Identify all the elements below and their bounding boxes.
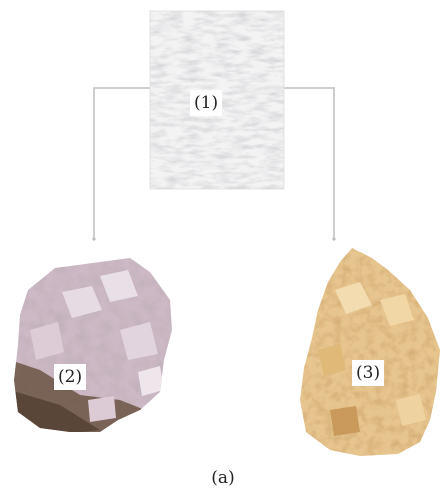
sample-1-label: (1) <box>190 90 222 116</box>
connector-right <box>284 88 336 241</box>
label-2-holder: (2) <box>54 364 106 394</box>
label-1-holder: (1) <box>190 90 242 120</box>
connector-left <box>92 88 150 241</box>
sample-2-image <box>10 255 180 440</box>
figure-caption: (a) <box>0 468 446 488</box>
sample-3-label: (3) <box>352 360 384 386</box>
sample-2-label: (2) <box>54 364 86 390</box>
sample-3-image <box>298 245 443 460</box>
label-3-holder: (3) <box>352 360 404 390</box>
